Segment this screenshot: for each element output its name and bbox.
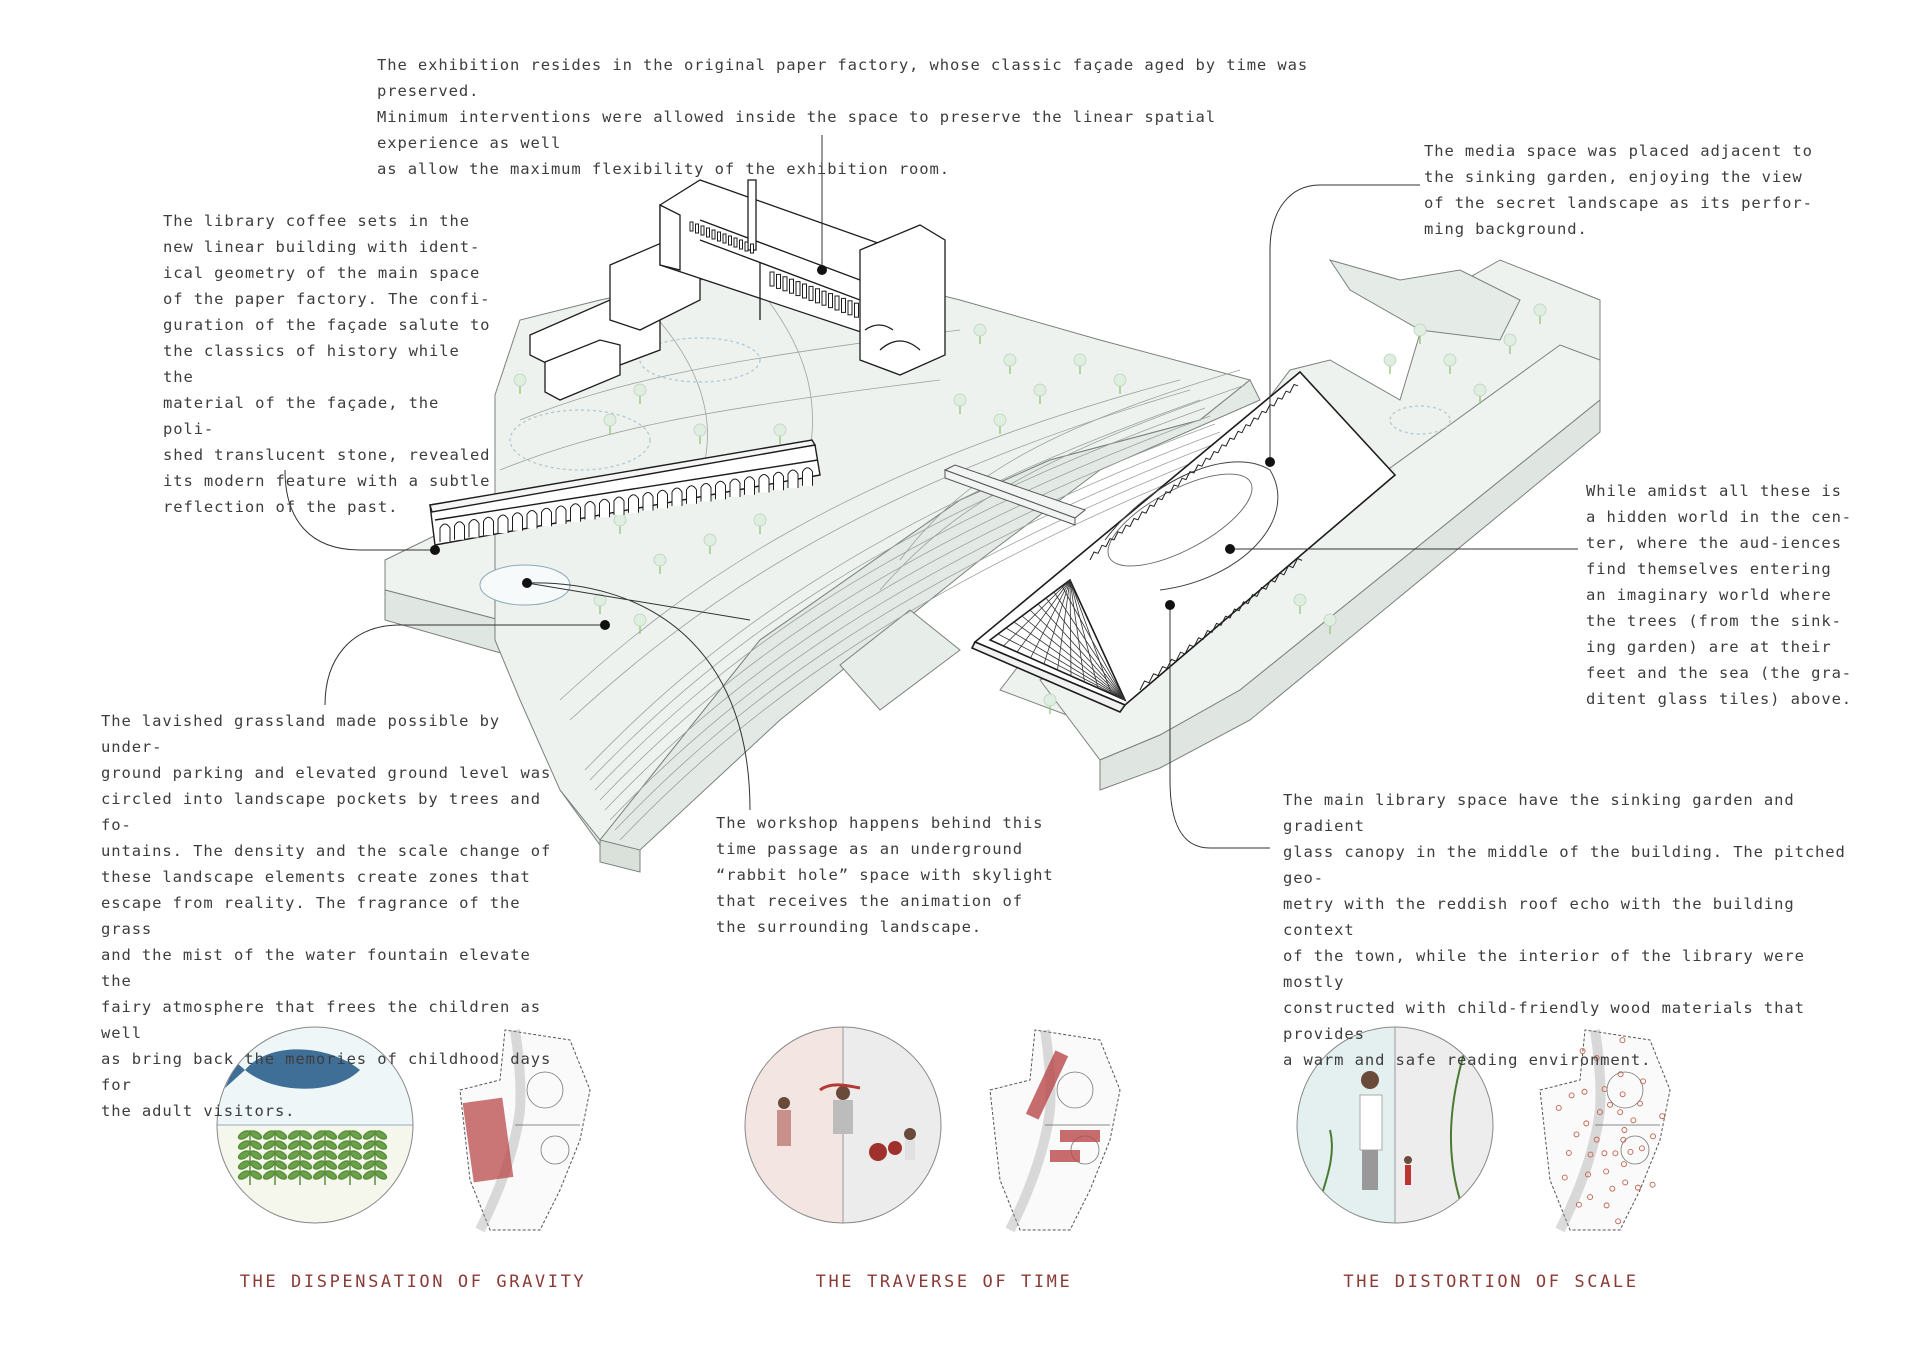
caption-gravity: THE DISPENSATION OF GRAVITY <box>239 1272 587 1292</box>
annotation-main-library: The main library space have the sinking … <box>1283 791 1846 1069</box>
factory-windows <box>689 221 859 318</box>
annotation-library-coffee: The library coffee sets in the new linea… <box>163 212 491 516</box>
caption-scale: THE DISTORTION OF SCALE <box>1343 1272 1639 1292</box>
roof-sawtooth <box>1089 383 1303 691</box>
tree-cluster <box>513 303 1547 714</box>
annotation-exhibition: The exhibition resides in the original p… <box>377 56 1309 178</box>
site-plan-thumbnails <box>459 1029 1671 1233</box>
library-coffee-colonnade <box>439 467 813 542</box>
annotation-media-space: The media space was placed adjacent to t… <box>1424 142 1813 238</box>
leader-dots <box>430 265 1275 630</box>
contour-lines <box>499 289 1246 841</box>
annotation-hidden-world: While amidst all these is a hidden world… <box>1586 482 1853 708</box>
glass-canopy-truss <box>997 579 1126 701</box>
caption-time: THE TRAVERSE OF TIME <box>815 1272 1073 1292</box>
figures-time-icon <box>744 1026 942 1224</box>
bridge-passage <box>943 464 1087 526</box>
leader-lines <box>284 135 1578 849</box>
annotation-grassland: The lavished grassland made possible by … <box>101 712 552 1120</box>
annotation-workshop: The workshop happens behind this time pa… <box>716 814 1054 936</box>
paper-factory-building <box>529 179 946 401</box>
main-library-building <box>970 370 1397 713</box>
